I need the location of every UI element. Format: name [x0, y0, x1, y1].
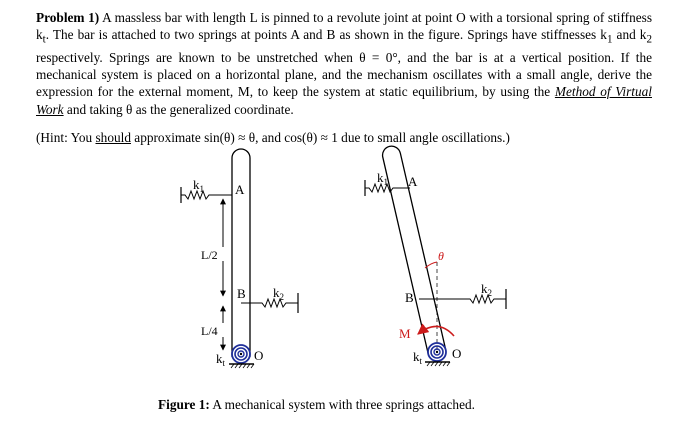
- problem-sub-1: 1: [606, 33, 613, 46]
- left-dim-upper-label: L/2: [201, 248, 218, 262]
- problem-text-5: and taking θ as the generalized coordina…: [63, 101, 294, 117]
- right-theta-arc: [424, 261, 438, 269]
- hint-should: should: [95, 130, 131, 145]
- right-k2-label: k2: [481, 281, 492, 298]
- left-torsional-spring: [231, 344, 251, 364]
- left-dim-lower-label: L/4: [201, 324, 218, 338]
- hint-part-2: approximate sin(θ) ≈ θ, and cos(θ) ≈ 1 d…: [130, 130, 510, 145]
- problem-text-3: and k: [612, 27, 647, 43]
- left-point-a: A: [235, 182, 245, 197]
- right-k1-label: k1: [377, 170, 388, 187]
- hint-part-1: (Hint: You: [36, 130, 96, 145]
- right-bar: [381, 145, 447, 355]
- right-k2-spring: [419, 289, 507, 309]
- problem-text-2: . The bar is attached to two springs at …: [45, 27, 607, 43]
- left-point-o: O: [254, 348, 263, 363]
- left-ground: [229, 363, 255, 369]
- right-k1-spring: [364, 180, 410, 196]
- problem-heading: Problem 1): [36, 10, 100, 25]
- right-torsional-spring: [427, 342, 447, 362]
- problem-sub-2: 2: [646, 33, 653, 46]
- left-bar: [231, 148, 251, 357]
- method-name: Method of Virtual Work: [36, 84, 652, 117]
- right-theta-label: θ: [438, 249, 444, 263]
- left-point-b: B: [237, 286, 246, 301]
- right-diagram: k1 A θ B k2 M k: [364, 145, 507, 367]
- left-k2-label: k2: [273, 285, 284, 302]
- right-point-b: B: [405, 290, 414, 305]
- problem-text-1: A massless bar with length L is pinned t…: [36, 10, 652, 43]
- problem-text-4: respectively. Springs are known to be un…: [36, 50, 652, 100]
- left-k1-label: k1: [193, 177, 204, 194]
- hint-text: (Hint: You should approximate sin(θ) ≈ θ…: [36, 129, 652, 146]
- left-k2-spring: [241, 293, 299, 313]
- problem-sub-t: t: [42, 33, 46, 46]
- right-ground: [425, 361, 451, 367]
- left-kt-label: kt: [216, 351, 226, 368]
- left-diagram: k1 A L/2 L/4 B k2: [180, 148, 299, 369]
- right-point-o: O: [452, 346, 461, 361]
- caption-text: A mechanical system with three springs a…: [209, 397, 475, 412]
- right-kt-label: kt: [413, 349, 423, 366]
- caption-label: Figure 1:: [158, 397, 210, 412]
- figure-caption: Figure 1: A mechanical system with three…: [158, 397, 518, 413]
- problem-statement: Problem 1) A massless bar with length L …: [36, 9, 652, 118]
- right-moment-arrow: [417, 323, 455, 337]
- left-k1-spring: [180, 187, 232, 203]
- right-point-a: A: [408, 174, 418, 189]
- right-moment-label: M: [399, 326, 411, 341]
